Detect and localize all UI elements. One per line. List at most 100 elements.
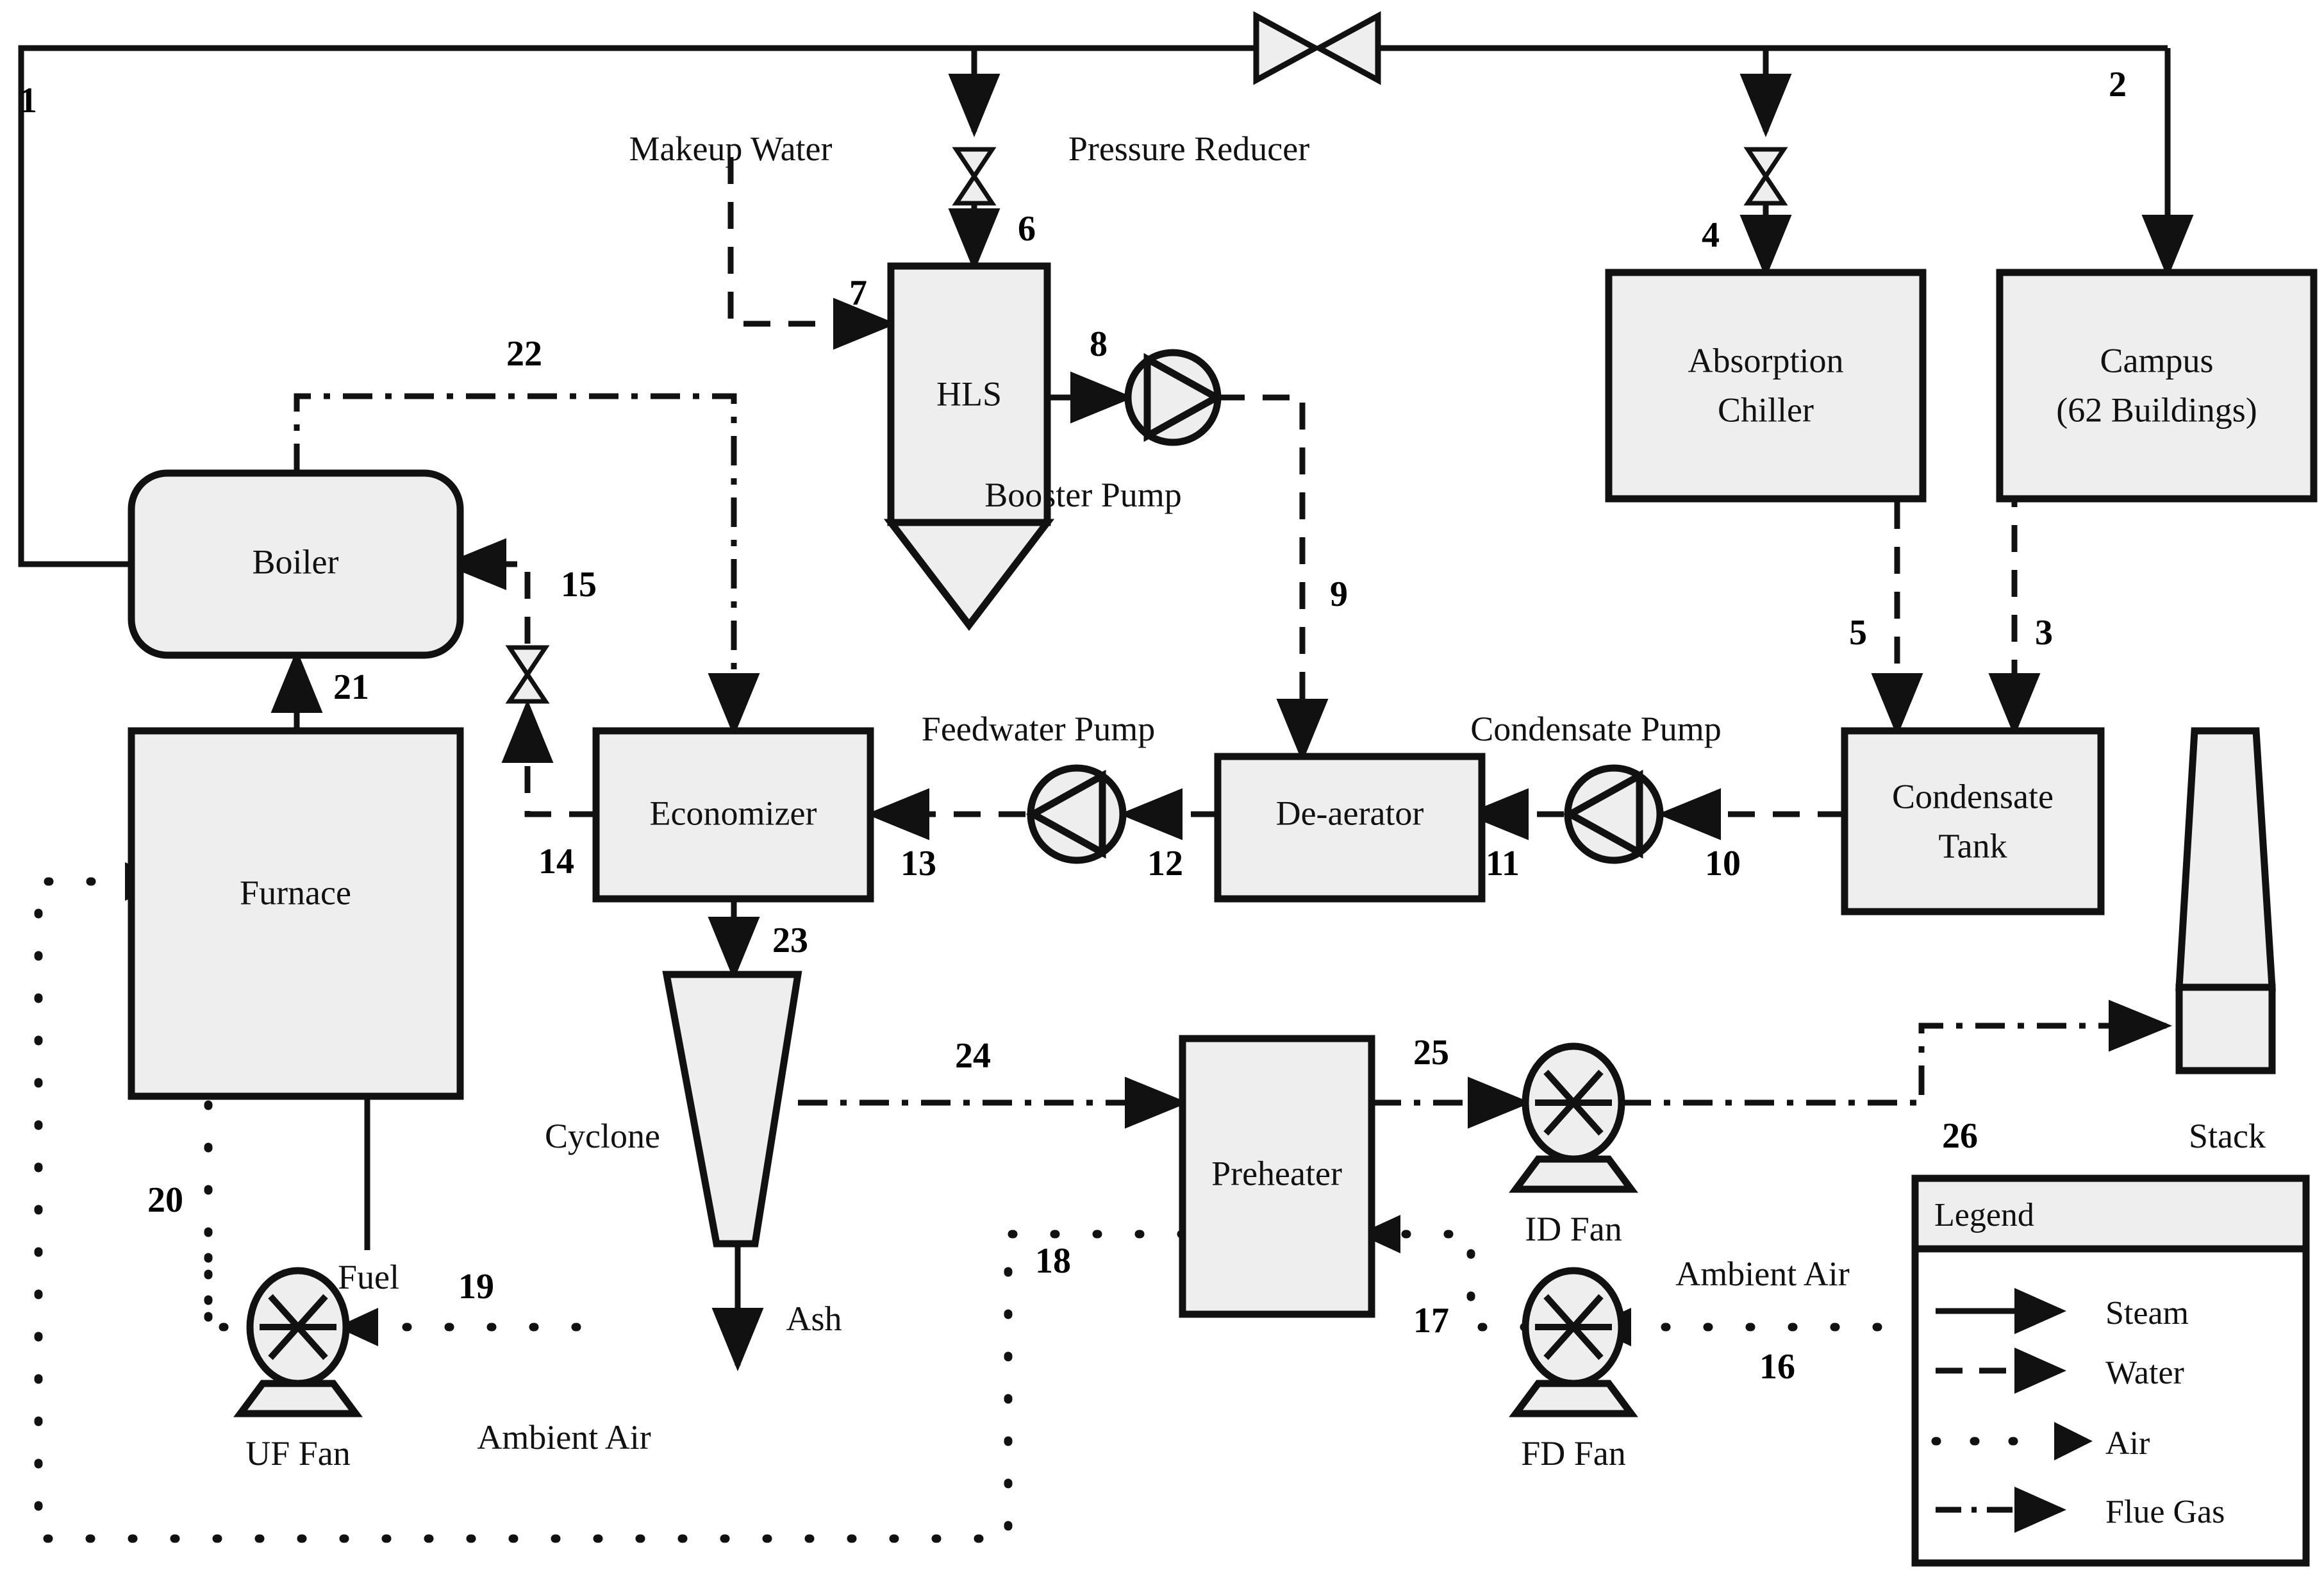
air-network [34, 877, 1882, 1543]
unit-campus[interactable]: Campus (62 Buildings) [1996, 269, 2318, 503]
legend-row-air: Air [1931, 1422, 2150, 1462]
unit-absorption-chiller[interactable]: Absorption Chiller [1605, 269, 1927, 503]
label-fd-fan: FD Fan [1521, 1434, 1626, 1473]
label-uf-fan: UF Fan [245, 1434, 351, 1473]
legend: Legend Steam Water Air Flue Gas [1911, 1174, 2310, 1567]
valve-icon-hls-branch [952, 147, 997, 206]
label-pressure-reducer: Pressure Reducer [1068, 129, 1309, 168]
water-line-9 [1218, 394, 1329, 762]
stream-number-19: 19 [458, 1267, 494, 1307]
legend-row-water: Water [1936, 1348, 2184, 1394]
air-arrow-preheater-in [1359, 1215, 1400, 1253]
flue-gas-network [270, 393, 2172, 1129]
stream-number-21: 21 [333, 667, 369, 707]
water-line-5 [1766, 496, 1923, 737]
flue-line-22 [294, 393, 760, 737]
stream-number-labels: 1 2 3 4 5 6 7 8 9 10 11 12 13 14 15 16 1… [19, 65, 2127, 1387]
legend-label-water: Water [2105, 1355, 2184, 1391]
unit-economizer[interactable]: Economizer [592, 727, 874, 903]
unit-condensate-tank[interactable]: Condensate Tank [1841, 727, 2105, 915]
condensate-pump-icon[interactable] [1563, 764, 1664, 864]
booster-pump-icon[interactable] [1124, 349, 1224, 446]
legend-row-flue-gas: Flue Gas [1936, 1487, 2225, 1533]
pressure-reducer-valve-icon [1253, 11, 1381, 85]
valve-icon-feedwater-15 [505, 645, 550, 704]
label-feedwater-pump: Feedwater Pump [922, 710, 1155, 748]
label-condensate-pump: Condensate Pump [1470, 710, 1721, 748]
stream-number-4: 4 [1702, 215, 1720, 255]
valve-icon-chiller-branch [1743, 147, 1788, 206]
unit-hls-label: HLS [936, 374, 1002, 413]
unit-economizer-label: Economizer [650, 794, 817, 832]
stream-number-24: 24 [955, 1036, 991, 1076]
unit-hls[interactable]: HLS [883, 262, 1055, 631]
uf-fan-icon[interactable] [233, 1267, 363, 1417]
label-ambient-air-1: Ambient Air [477, 1418, 651, 1457]
unit-furnace-label: Furnace [240, 873, 351, 912]
unit-absorption-chiller-label-1: Absorption [1688, 341, 1844, 380]
stream-number-9: 9 [1330, 574, 1348, 614]
unit-condensate-tank-label-2: Tank [1938, 826, 2007, 865]
stream-number-20: 20 [147, 1180, 183, 1220]
unit-furnace[interactable]: Furnace [128, 727, 464, 1100]
stream-number-12: 12 [1147, 844, 1183, 883]
water-line-15 [443, 538, 531, 644]
stream-number-25: 25 [1413, 1033, 1449, 1073]
stream-number-6: 6 [1018, 209, 1036, 249]
label-booster-pump: Booster Pump [984, 476, 1182, 514]
steam-line-1 [18, 45, 1256, 567]
stream-number-18: 18 [1035, 1241, 1071, 1281]
legend-label-flue-gas: Flue Gas [2105, 1494, 2225, 1530]
stream-number-14: 14 [538, 842, 574, 881]
stream-number-3: 3 [2035, 613, 2053, 653]
stream-number-26: 26 [1942, 1116, 1978, 1156]
stream-number-11: 11 [1486, 844, 1520, 883]
unit-campus-label-1: Campus [2100, 341, 2213, 380]
unit-deaerator[interactable]: De-aerator [1214, 753, 1486, 903]
air-line-18-20 [34, 877, 1187, 1543]
air-line-uf-out-a [204, 1233, 229, 1332]
unit-campus-label-2: (62 Buildings) [2056, 390, 2257, 429]
legend-label-steam: Steam [2105, 1295, 2189, 1332]
legend-row-steam: Steam [1936, 1288, 2189, 1334]
stream-number-5: 5 [1849, 613, 1867, 653]
legend-label-air: Air [2105, 1425, 2150, 1462]
equipment-name-labels: Pressure Reducer Booster Pump Feedwater … [245, 129, 2266, 1473]
unit-boiler[interactable]: Boiler [128, 469, 464, 659]
flue-line-26 [1622, 999, 2172, 1106]
unit-cyclone[interactable] [662, 971, 802, 1248]
air-arrow-uf-in [336, 1308, 378, 1346]
unit-condensate-tank-label-1: Condensate [1892, 777, 2054, 815]
unit-deaerator-label: De-aerator [1276, 794, 1424, 832]
steam-network [18, 45, 2194, 1371]
unit-absorption-chiller-label-2: Chiller [1718, 390, 1814, 429]
flow-name-labels: Makeup Water Fuel Ash Ambient Air Ambien… [338, 129, 1850, 1457]
label-cyclone: Cyclone [545, 1117, 660, 1155]
fd-fan-icon[interactable] [1509, 1267, 1638, 1417]
unit-preheater[interactable]: Preheater [1179, 1035, 1375, 1318]
label-makeup-water: Makeup Water [629, 129, 832, 168]
stream-number-15: 15 [561, 565, 597, 605]
feedwater-pump-icon[interactable] [1025, 764, 1127, 864]
stream-number-10: 10 [1705, 844, 1741, 883]
unit-stack[interactable] [2175, 727, 2276, 1074]
unit-preheater-label: Preheater [1211, 1154, 1342, 1192]
stream-number-17: 17 [1413, 1301, 1449, 1341]
label-stack: Stack [2189, 1117, 2266, 1155]
stream-number-2: 2 [2109, 65, 2127, 104]
label-ambient-air-2: Ambient Air [1675, 1255, 1849, 1293]
label-ash: Ash [786, 1299, 842, 1338]
stream-number-1: 1 [19, 81, 37, 121]
label-fuel: Fuel [338, 1258, 399, 1296]
water-makeup-line [727, 157, 897, 350]
id-fan-icon[interactable] [1509, 1042, 1638, 1193]
stream-number-23: 23 [772, 921, 808, 960]
label-id-fan: ID Fan [1525, 1210, 1622, 1248]
water-line-14 [501, 699, 596, 817]
stream-number-13: 13 [901, 844, 936, 883]
stream-number-22: 22 [506, 334, 542, 374]
unit-boiler-label: Boiler [253, 542, 339, 581]
stream-number-7: 7 [849, 273, 867, 313]
stream-number-8: 8 [1090, 324, 1108, 364]
